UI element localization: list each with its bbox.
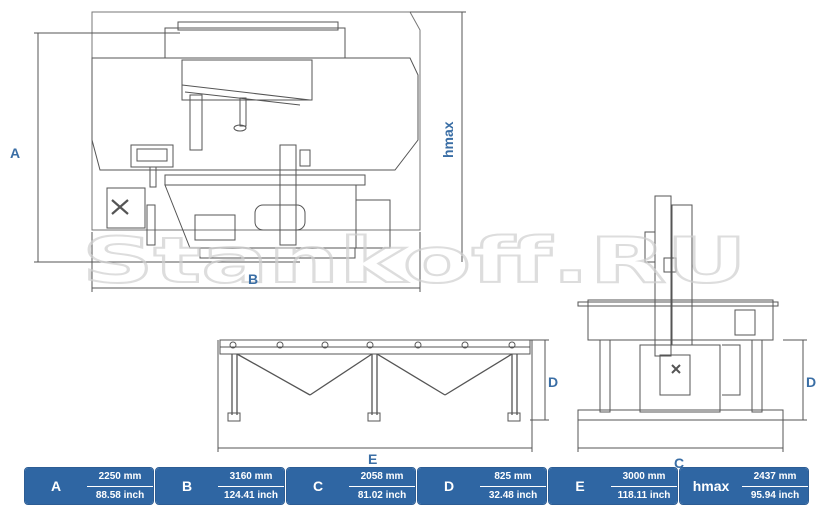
dimension-d-left-line (530, 339, 549, 421)
spec-key: D (418, 468, 480, 504)
spec-inch: 32.48 inch (480, 485, 546, 504)
spec-key: E (549, 468, 611, 504)
spec-c: C 2058 mm 81.02 inch (286, 467, 416, 505)
dim-label-hmax: hmax (440, 121, 456, 158)
dimension-b-line (91, 232, 421, 292)
dimension-d-right-line (783, 339, 807, 421)
spec-mm: 2058 mm (349, 468, 415, 486)
spec-key: C (287, 468, 349, 504)
dimension-e-line (217, 340, 533, 452)
bandsaw-side-view (577, 195, 784, 421)
dim-label-b: B (248, 271, 258, 287)
spec-inch: 81.02 inch (349, 485, 415, 504)
spec-d: D 825 mm 32.48 inch (417, 467, 547, 505)
roller-table-view (219, 339, 531, 422)
spec-values: 3000 mm 118.11 inch (611, 468, 677, 504)
watermark-text: Stankoff.RU (82, 224, 747, 297)
dim-label-c: C (674, 455, 684, 470)
dimension-a-line (34, 32, 300, 263)
spec-inch: 118.11 inch (611, 485, 677, 504)
spec-values: 2437 mm 95.94 inch (742, 468, 808, 504)
spec-key: hmax (680, 468, 742, 504)
dim-label-a: A (10, 145, 20, 161)
spec-key: A (25, 468, 87, 504)
spec-inch: 124.41 inch (218, 485, 284, 504)
spec-e: E 3000 mm 118.11 inch (548, 467, 678, 505)
spec-values: 3160 mm 124.41 inch (218, 468, 284, 504)
dim-label-d-left: D (548, 374, 558, 390)
spec-mm: 2250 mm (87, 468, 153, 486)
spec-key: B (156, 468, 218, 504)
dim-label-d-right: D (806, 374, 816, 390)
bandsaw-front-view (91, 11, 421, 259)
dim-label-e: E (368, 451, 377, 467)
spec-values: 2250 mm 88.58 inch (87, 468, 153, 504)
spec-inch: 88.58 inch (87, 485, 153, 504)
spec-values: 825 mm 32.48 inch (480, 468, 546, 504)
dimension-hmax-line (410, 11, 466, 262)
spec-table: A 2250 mm 88.58 inch B 3160 mm 124.41 in… (0, 467, 828, 507)
spec-b: B 3160 mm 124.41 inch (155, 467, 285, 505)
spec-mm: 3000 mm (611, 468, 677, 486)
spec-mm: 825 mm (480, 468, 546, 486)
spec-values: 2058 mm 81.02 inch (349, 468, 415, 504)
technical-drawing: Stankoff.RU A hmax B D E C D (10, 11, 816, 470)
dimension-c-line (577, 420, 784, 452)
spec-inch: 95.94 inch (742, 485, 808, 504)
spec-a: A 2250 mm 88.58 inch (24, 467, 154, 505)
spec-mm: 3160 mm (218, 468, 284, 486)
spec-hmax: hmax 2437 mm 95.94 inch (679, 467, 809, 505)
spec-mm: 2437 mm (742, 468, 808, 486)
